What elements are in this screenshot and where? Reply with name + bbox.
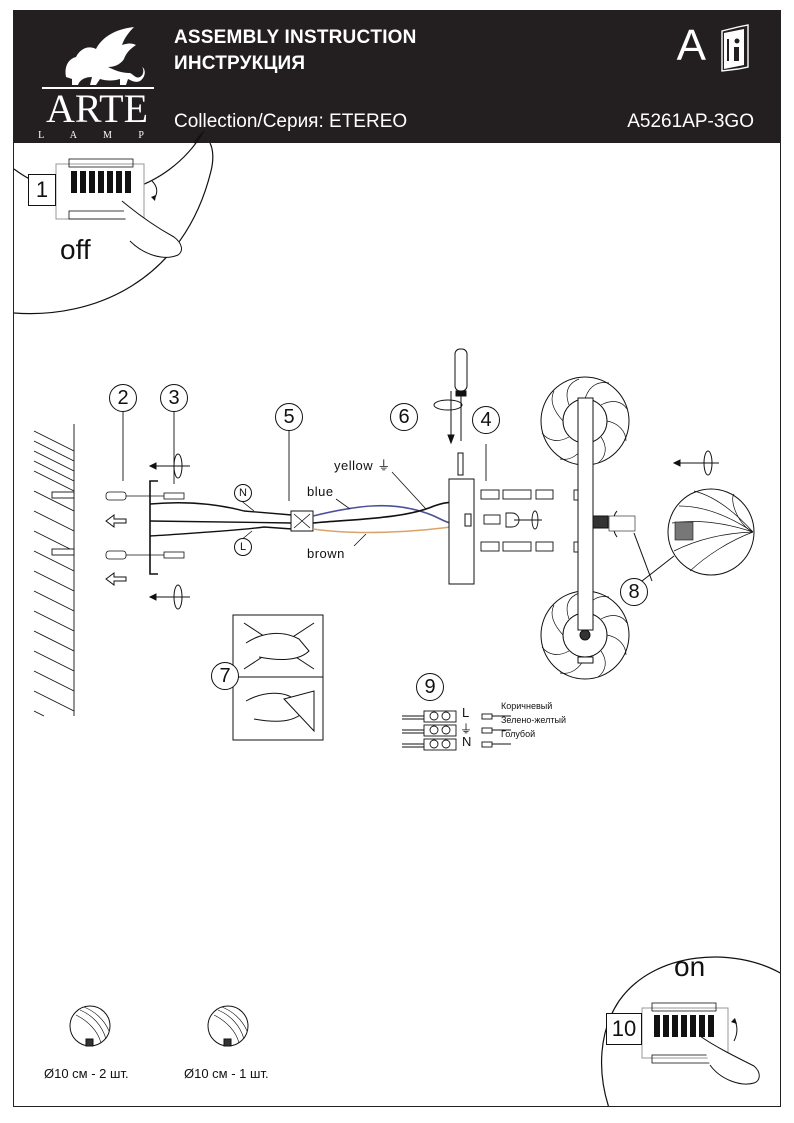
- blue-wire: [312, 504, 465, 526]
- bulb-icon: [69, 1005, 249, 1047]
- blue-wire-label: blue: [307, 484, 334, 499]
- brown-wire: [312, 524, 465, 534]
- breaker-panel-off-icon: [55, 158, 182, 258]
- mounting-plate: [448, 478, 475, 585]
- winged-lion-icon: [65, 27, 145, 85]
- terminal-label-blue: Голубой: [501, 729, 536, 739]
- screw-icon: [126, 492, 185, 559]
- bulb-caption-1: Ø10 см - 2 шт.: [44, 1066, 129, 1081]
- arte-lamp-logo: ARTE L A M P: [36, 19, 158, 141]
- step1-circle-outline: [14, 142, 214, 315]
- terminal-symbol-n: N: [462, 734, 472, 749]
- assembly-diagram: [14, 130, 780, 1106]
- svg-text:L A M P: L A M P: [38, 130, 156, 139]
- title-russian: ИНСТРУКЦИЯ: [174, 53, 306, 74]
- model-number: A5261AP-3GO: [627, 111, 754, 132]
- glove-bulb-icon: [232, 614, 324, 741]
- step10-circle-outline: [601, 956, 780, 1106]
- callout-4: 4: [472, 406, 500, 434]
- screwdriver-icon: [433, 348, 468, 476]
- language-badge: A: [676, 21, 706, 70]
- instruction-sheet: ARTE L A M P ASSEMBLY INSTRUCTION ИНСТРУ…: [13, 10, 781, 1107]
- instruction-book-icon: [718, 23, 752, 73]
- bulb-caption-2: Ø10 см - 1 шт.: [184, 1066, 269, 1081]
- step-1-caption: off: [60, 234, 91, 265]
- callout-3: 3: [160, 384, 188, 412]
- callout-6: 6: [390, 403, 418, 431]
- yellow-wire-label: yellow ⏚: [334, 458, 391, 473]
- callout-9: 9: [416, 673, 444, 701]
- terminal-block-icon: [402, 710, 511, 751]
- breaker-panel-on-icon: [641, 1002, 760, 1085]
- terminal-symbol-l: L: [462, 705, 470, 720]
- callout-7: 7: [211, 662, 239, 690]
- step-10-number: 10: [606, 1013, 642, 1045]
- live-marker: L: [234, 538, 252, 556]
- wall-hatch: [33, 424, 75, 717]
- callout-5: 5: [275, 403, 303, 431]
- callout-8: 8: [620, 578, 648, 606]
- wall-plug-icon: [105, 491, 127, 560]
- step-10-caption: on: [674, 951, 706, 982]
- terminal-label-brown: Коричневый: [501, 701, 553, 711]
- svg-text:ARTE: ARTE: [46, 86, 148, 131]
- step-1-number: 1: [28, 174, 56, 206]
- lamp-fixture-diagram: [540, 376, 755, 680]
- collection-name: Collection/Серия: ETEREO: [174, 111, 408, 132]
- title-english: ASSEMBLY INSTRUCTION: [174, 27, 417, 48]
- terminal-symbol-earth: ⏚: [460, 722, 473, 736]
- brown-wire-label: brown: [307, 546, 345, 561]
- header-bar: ARTE L A M P ASSEMBLY INSTRUCTION ИНСТРУ…: [14, 11, 780, 143]
- terminal-label-green-yellow: Зелено-желтый: [501, 715, 566, 725]
- callout-2: 2: [109, 384, 137, 412]
- neutral-marker: N: [234, 484, 252, 502]
